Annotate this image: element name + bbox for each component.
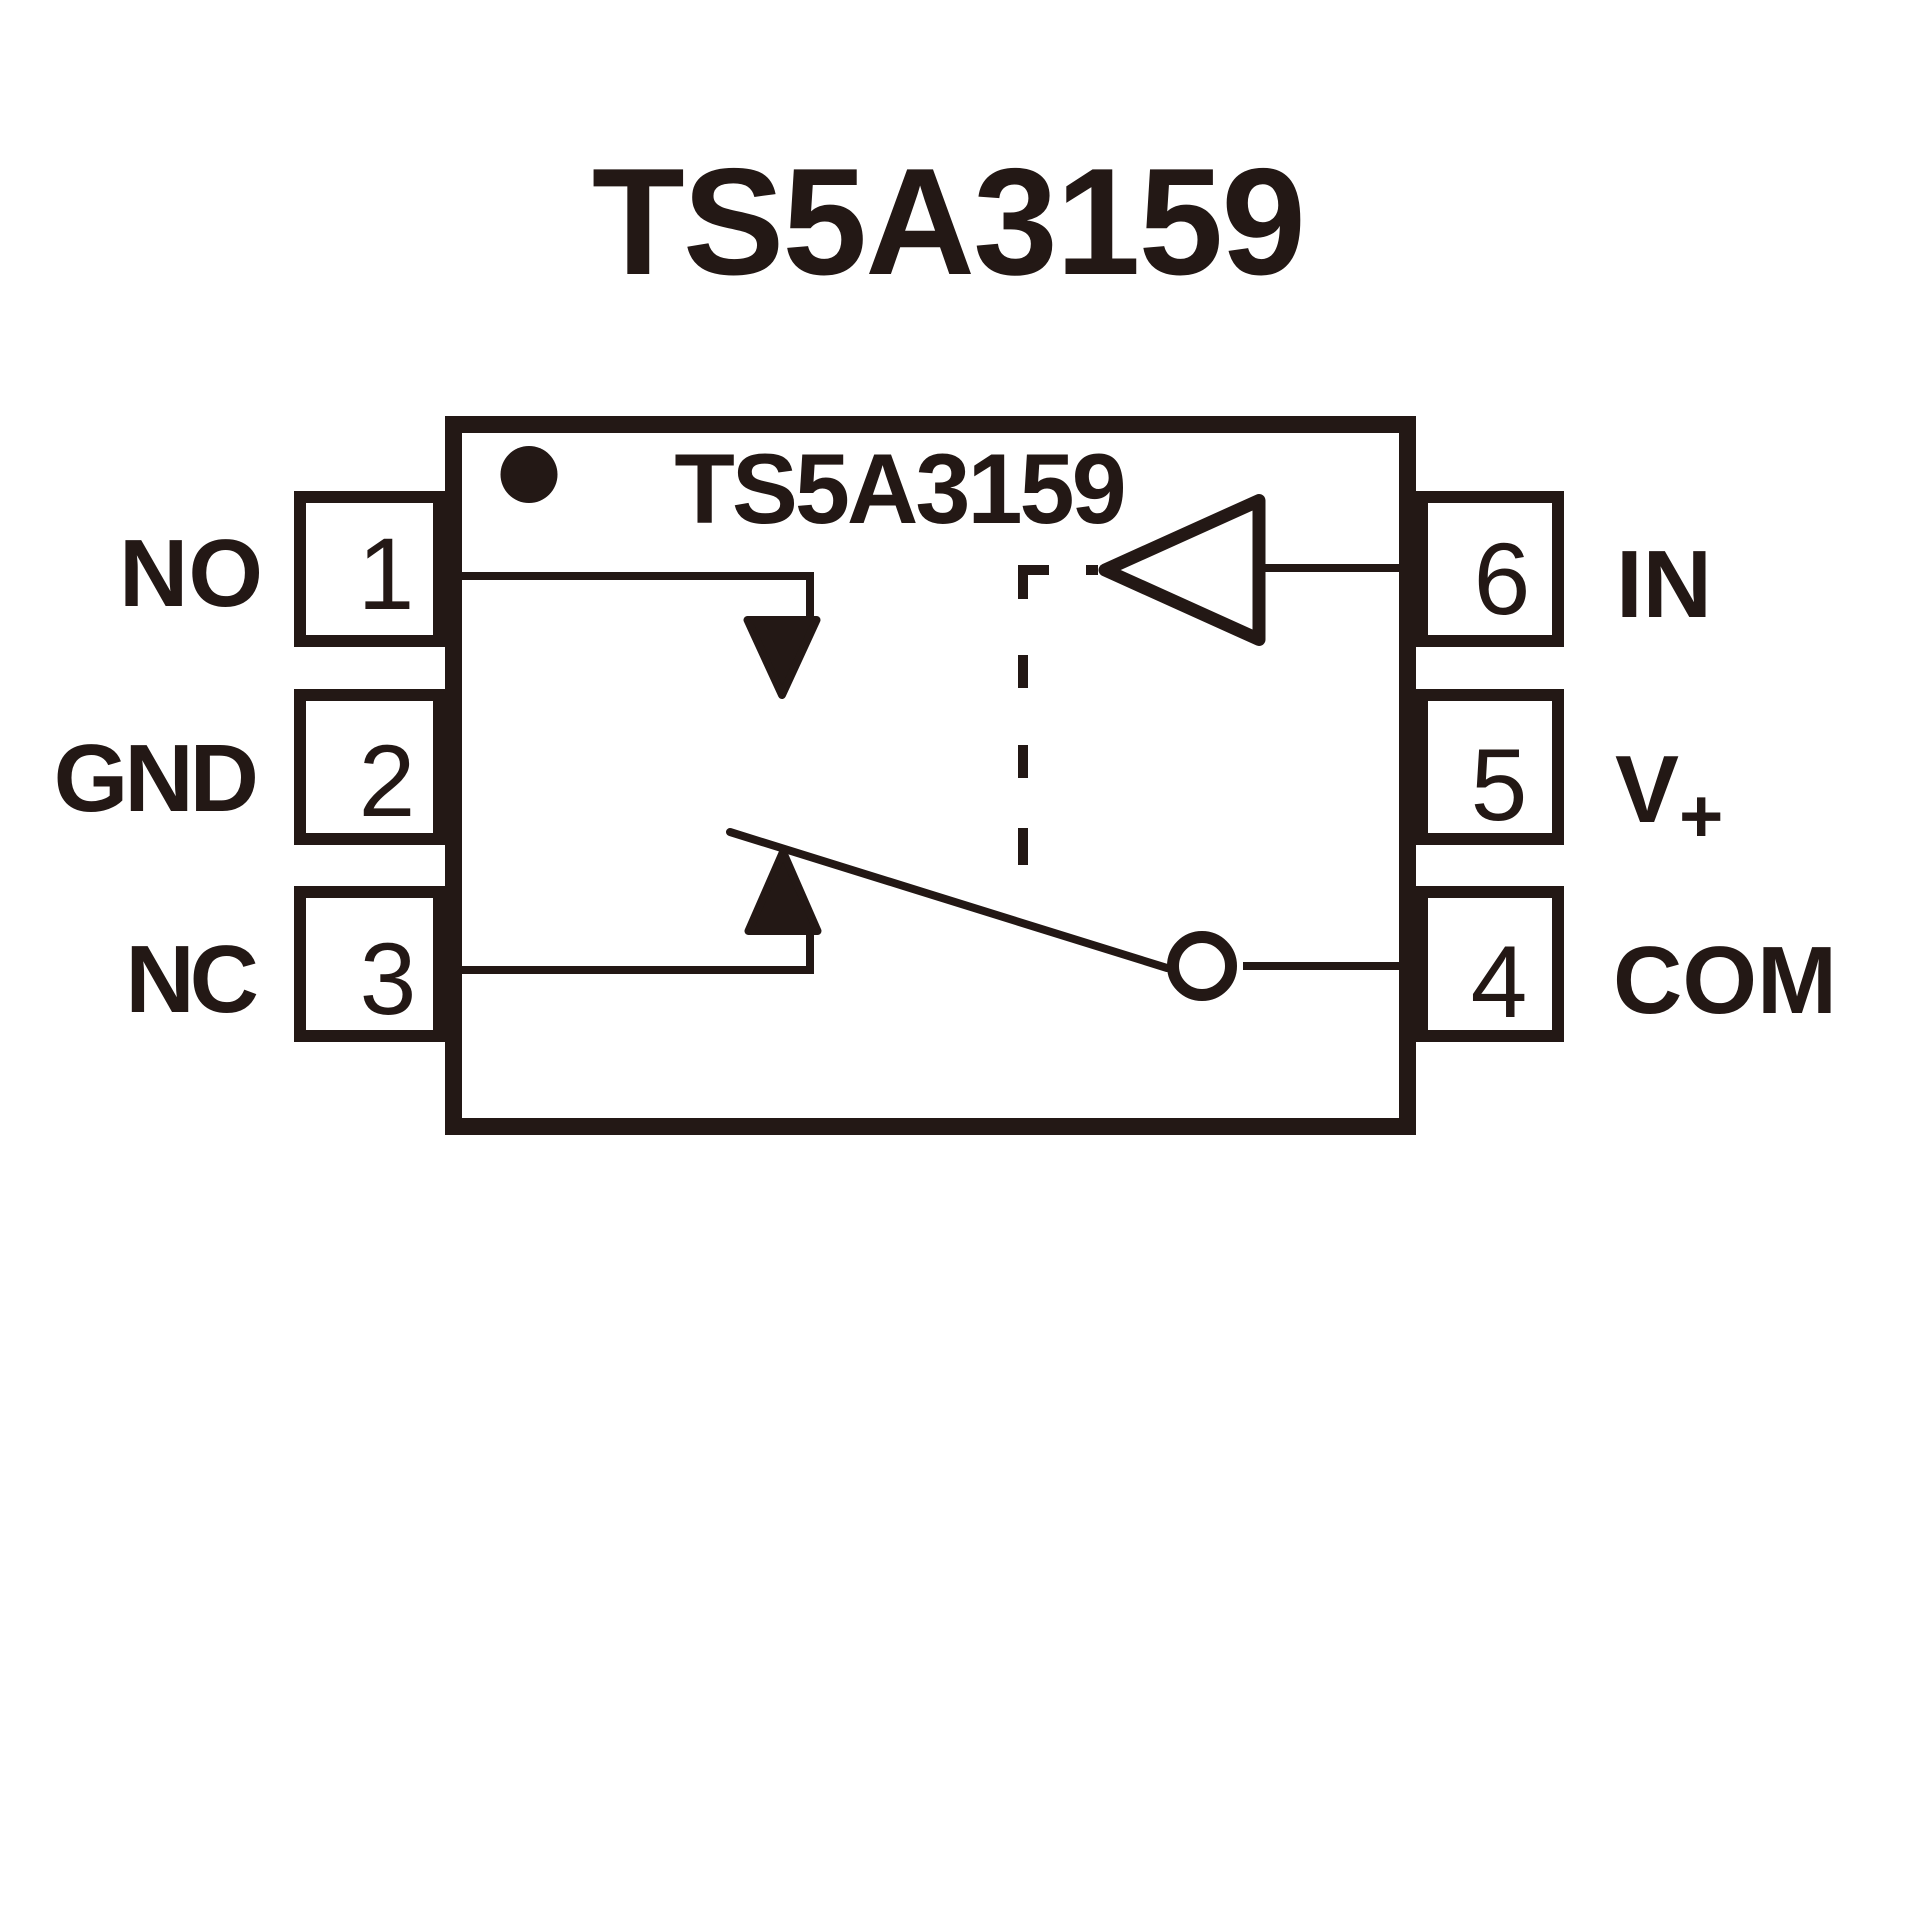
svg-text:NO: NO — [119, 520, 263, 627]
svg-text:V: V — [1615, 736, 1679, 843]
svg-text:IN: IN — [1616, 531, 1712, 638]
svg-text:NC: NC — [125, 926, 256, 1033]
svg-text:4: 4 — [1471, 925, 1528, 1039]
svg-text:3: 3 — [360, 922, 417, 1036]
svg-text:TS5A3159: TS5A3159 — [674, 433, 1123, 544]
svg-text:6: 6 — [1474, 522, 1531, 636]
svg-text:COM: COM — [1613, 927, 1837, 1034]
svg-text:5: 5 — [1471, 728, 1528, 842]
svg-text:TS5A3159: TS5A3159 — [592, 137, 1304, 307]
svg-text:GND: GND — [54, 725, 256, 832]
svg-text:2: 2 — [359, 724, 416, 838]
svg-text:1: 1 — [358, 517, 415, 631]
svg-text:+: + — [1679, 774, 1723, 859]
